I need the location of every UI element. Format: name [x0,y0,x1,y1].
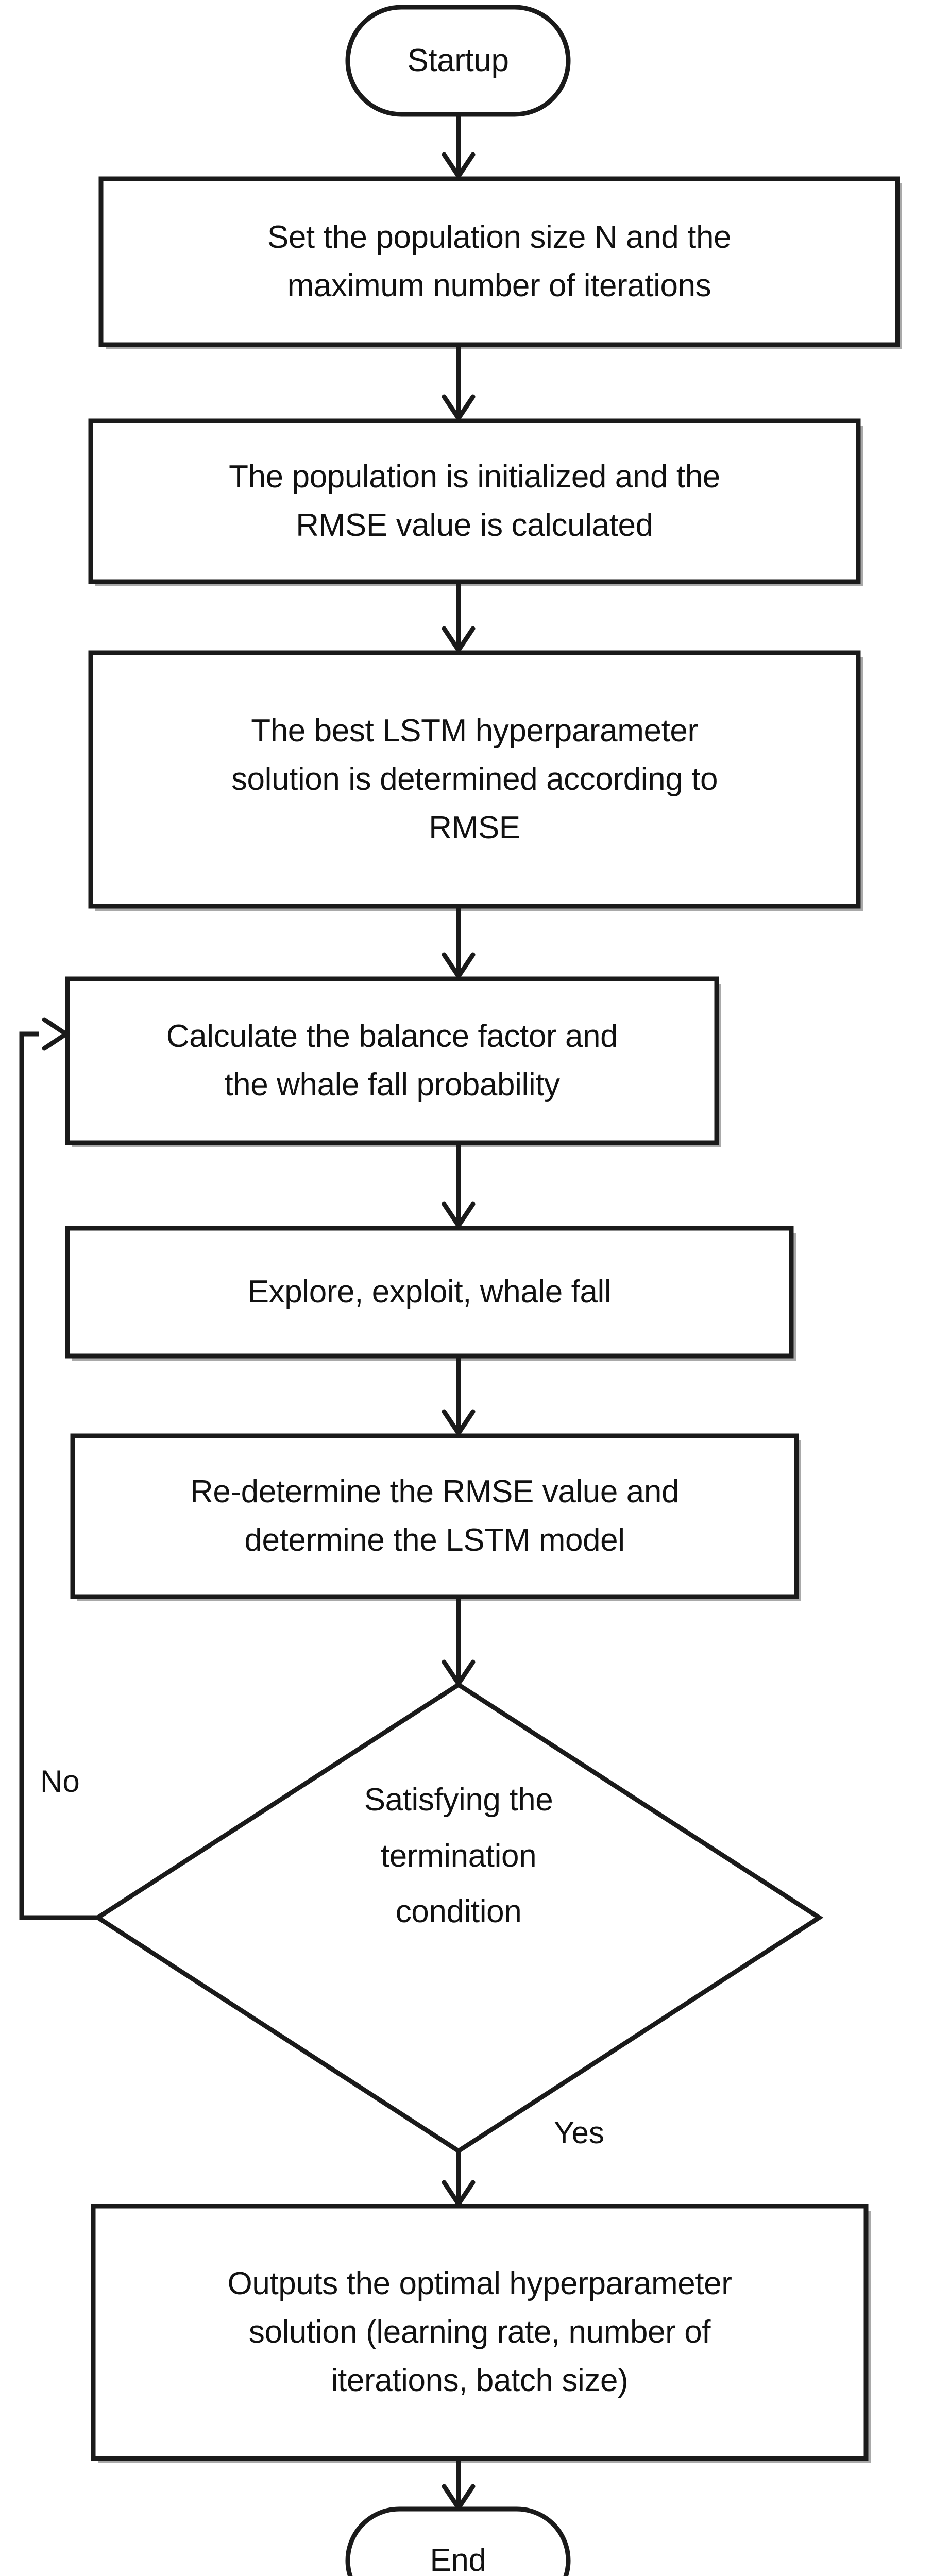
node-startup[interactable] [348,7,568,114]
edge-init-population-to-best-lstm [444,582,473,650]
node-shape-best-lstm [88,650,861,909]
edge-termination-condition-no-loop [19,1020,98,1920]
edge-redetermine-rmse-to-termination-condition [444,1597,473,1684]
node-output-solution[interactable] [93,2206,866,2459]
node-shape-end [345,2506,571,2576]
node-shape-output-solution [91,2204,869,2461]
node-end[interactable] [348,2509,568,2576]
edge-balance-factor-to-explore-exploit [444,1143,473,1226]
node-shape-explore-exploit [65,1226,794,1359]
node-shape-redetermine-rmse [70,1433,799,1599]
edge-best-lstm-to-balance-factor [444,906,473,976]
edge-set-population-to-init-population [444,345,473,418]
edge-startup-to-set-population [444,114,473,176]
node-shape-set-population [98,176,900,347]
node-shape-init-population [88,418,861,584]
node-init-population[interactable] [91,421,858,582]
node-balance-factor[interactable] [67,979,717,1143]
node-best-lstm[interactable] [91,653,858,906]
edge-termination-condition-yes [444,2151,473,2204]
edge-output-solution-to-end [444,2459,473,2508]
node-shape-balance-factor [65,976,719,1145]
node-explore-exploit[interactable] [67,1228,791,1356]
node-redetermine-rmse[interactable] [73,1436,796,1597]
edge-label-yes: Yes [554,2115,604,2150]
edge-label-no: No [40,1764,80,1799]
node-set-population[interactable] [101,179,897,345]
edge-explore-exploit-to-redetermine-rmse [444,1356,473,1433]
